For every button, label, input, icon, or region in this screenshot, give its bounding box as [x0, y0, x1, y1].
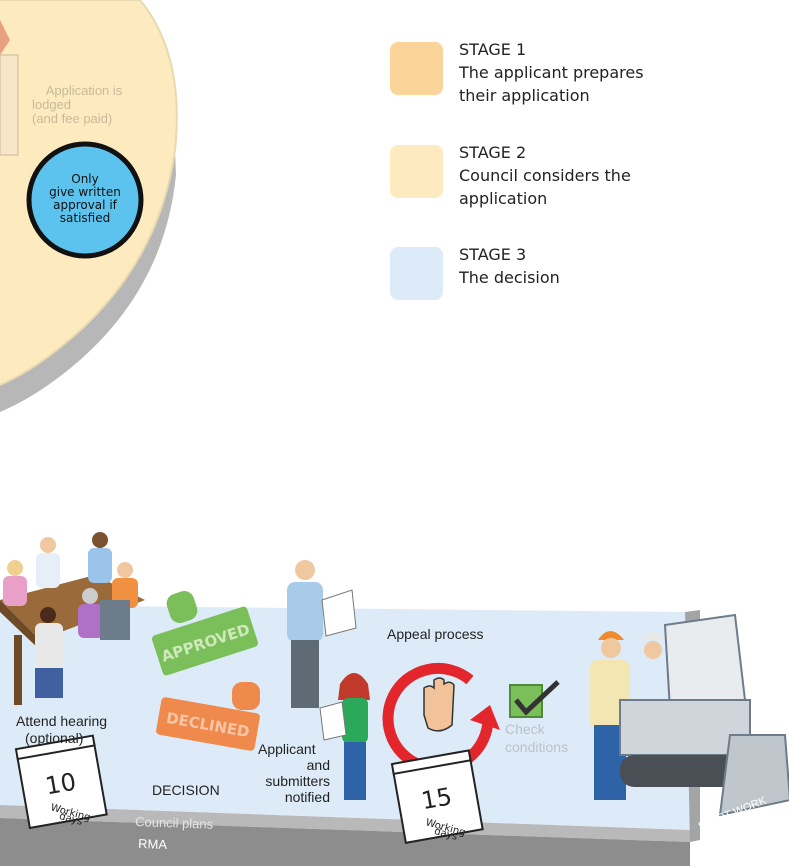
council-plans-label: Council plans [135, 814, 214, 832]
stage-1-title: STAGE 1 [459, 40, 527, 59]
calendar-1-number: 10 [43, 767, 78, 800]
house-icon [0, 20, 19, 156]
legend-item-stage-3: STAGE 3 The decision [390, 243, 770, 343]
stage-3-swatch [390, 247, 443, 300]
calendar-icon-1: 10 Working days [14, 734, 108, 830]
calendar-2-number: 15 [419, 782, 454, 815]
stage-1-line-2: their application [459, 86, 590, 105]
appeal-icon [382, 662, 500, 774]
calendar-icon-2: 15 Working days [390, 749, 484, 844]
stage-2-line-2: application [459, 189, 548, 208]
stage-1-swatch [390, 42, 443, 95]
bulldozer-illustration [619, 613, 789, 817]
stage-3-title: STAGE 3 [459, 245, 527, 264]
stage-3-line-1: The decision [459, 268, 560, 287]
check-conditions-icon [509, 680, 560, 718]
written-approval-label: Only give written approval if satisfied [49, 172, 121, 225]
decision-label: DECISION [152, 782, 220, 798]
appeal-process-label: Appeal process [387, 626, 484, 642]
applicant-notified-label: Applicant and submitters notified [258, 741, 330, 805]
stage-2-title: STAGE 2 [459, 143, 527, 162]
rma-label: RMA [138, 836, 168, 852]
check-conditions-label: Check conditions [505, 721, 569, 755]
application-lodged-label: Application is lodged (and fee paid) [32, 83, 123, 126]
stage-2-line-1: Council considers the [459, 166, 631, 185]
applicant-woman-illustration [319, 673, 370, 800]
stage-1-line-1: The applicant prepares [459, 63, 644, 82]
stage-legend: STAGE 1 The applicant prepares their app… [390, 38, 770, 343]
written-approval-circle [26, 141, 144, 259]
attend-hearing-label: Attend hearing (optional) [16, 713, 108, 746]
hearing-meeting-illustration [0, 532, 145, 705]
legend-item-stage-2: STAGE 2 Council considers the applicatio… [390, 141, 770, 241]
stage-2-swatch [390, 145, 443, 198]
declined-stamp: DECLINED [156, 682, 260, 751]
legend-item-stage-1: STAGE 1 The applicant prepares their app… [390, 38, 770, 138]
official-reading-illustration [287, 560, 357, 708]
